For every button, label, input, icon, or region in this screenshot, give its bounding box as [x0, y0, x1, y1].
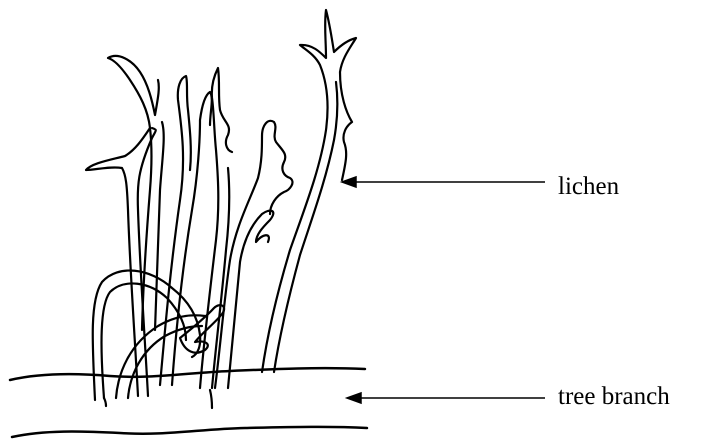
tree-branch-label: tree branch: [558, 384, 670, 409]
lichen-inner-right-stem: [200, 68, 232, 388]
lichen-base-strand: [104, 390, 212, 408]
branch-top-edge: [10, 368, 365, 380]
lichen-tall-right-stem: [262, 10, 356, 372]
branch-bottom-edge: [12, 427, 367, 437]
lichen-arrowhead: [342, 177, 356, 187]
tree-branch: [10, 368, 367, 437]
branch-arrowhead: [347, 393, 361, 403]
lichen-label: lichen: [558, 174, 619, 199]
leader-lines: [342, 177, 545, 403]
lichen-thallus: [86, 10, 356, 408]
